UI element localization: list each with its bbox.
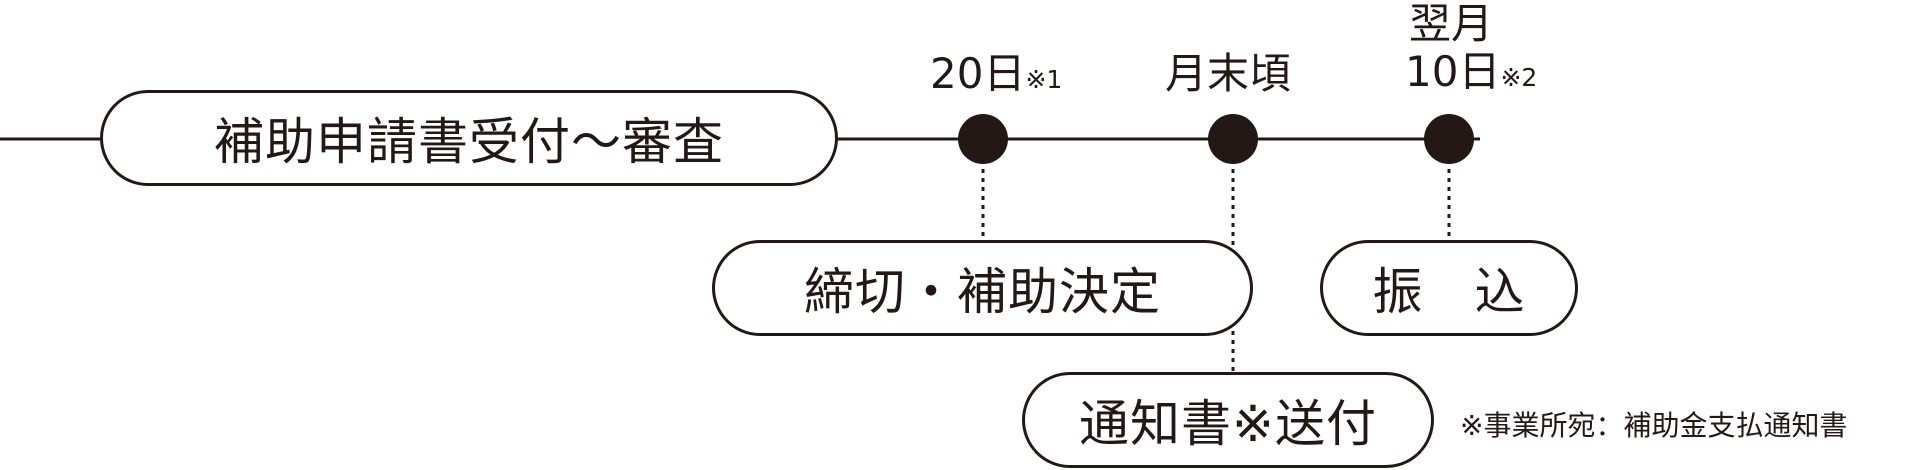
step-application-review-label: 補助申請書受付〜審査 (214, 113, 724, 171)
step-application-review: 補助申請書受付〜審査 (100, 90, 838, 186)
step-deadline-decision-label: 締切・補助決定 (804, 263, 1161, 321)
label-month-end: 月末頃 (1165, 49, 1292, 98)
label-20th: 20日※1 (930, 49, 1063, 98)
step-notice-sending: 通知書※送付 (1022, 372, 1434, 468)
label-10th-text: 10日 (1405, 47, 1501, 97)
label-next-month-text: 翌月 (1409, 0, 1494, 48)
footnote-recipient: ※事業所宛：補助金支払通知書 (1460, 409, 1848, 442)
label-10th-note-mark: ※2 (1500, 63, 1538, 93)
label-20th-note-mark: ※1 (1025, 65, 1063, 94)
label-month-end-text: 月末頃 (1165, 49, 1292, 98)
step-deadline-decision: 締切・補助決定 (712, 240, 1253, 336)
step-transfer-label: 振 込 (1372, 263, 1526, 321)
timeline-point-month-end (1208, 114, 1258, 164)
label-20th-text: 20日 (930, 49, 1026, 98)
timeline-point-next-10th (1424, 114, 1474, 164)
step-transfer: 振 込 (1320, 240, 1578, 336)
timeline-point-20th (958, 114, 1008, 164)
step-notice-sending-label: 通知書※送付 (1079, 395, 1377, 453)
label-next-month-10th: 翌月 10日※2 (1405, 0, 1537, 97)
